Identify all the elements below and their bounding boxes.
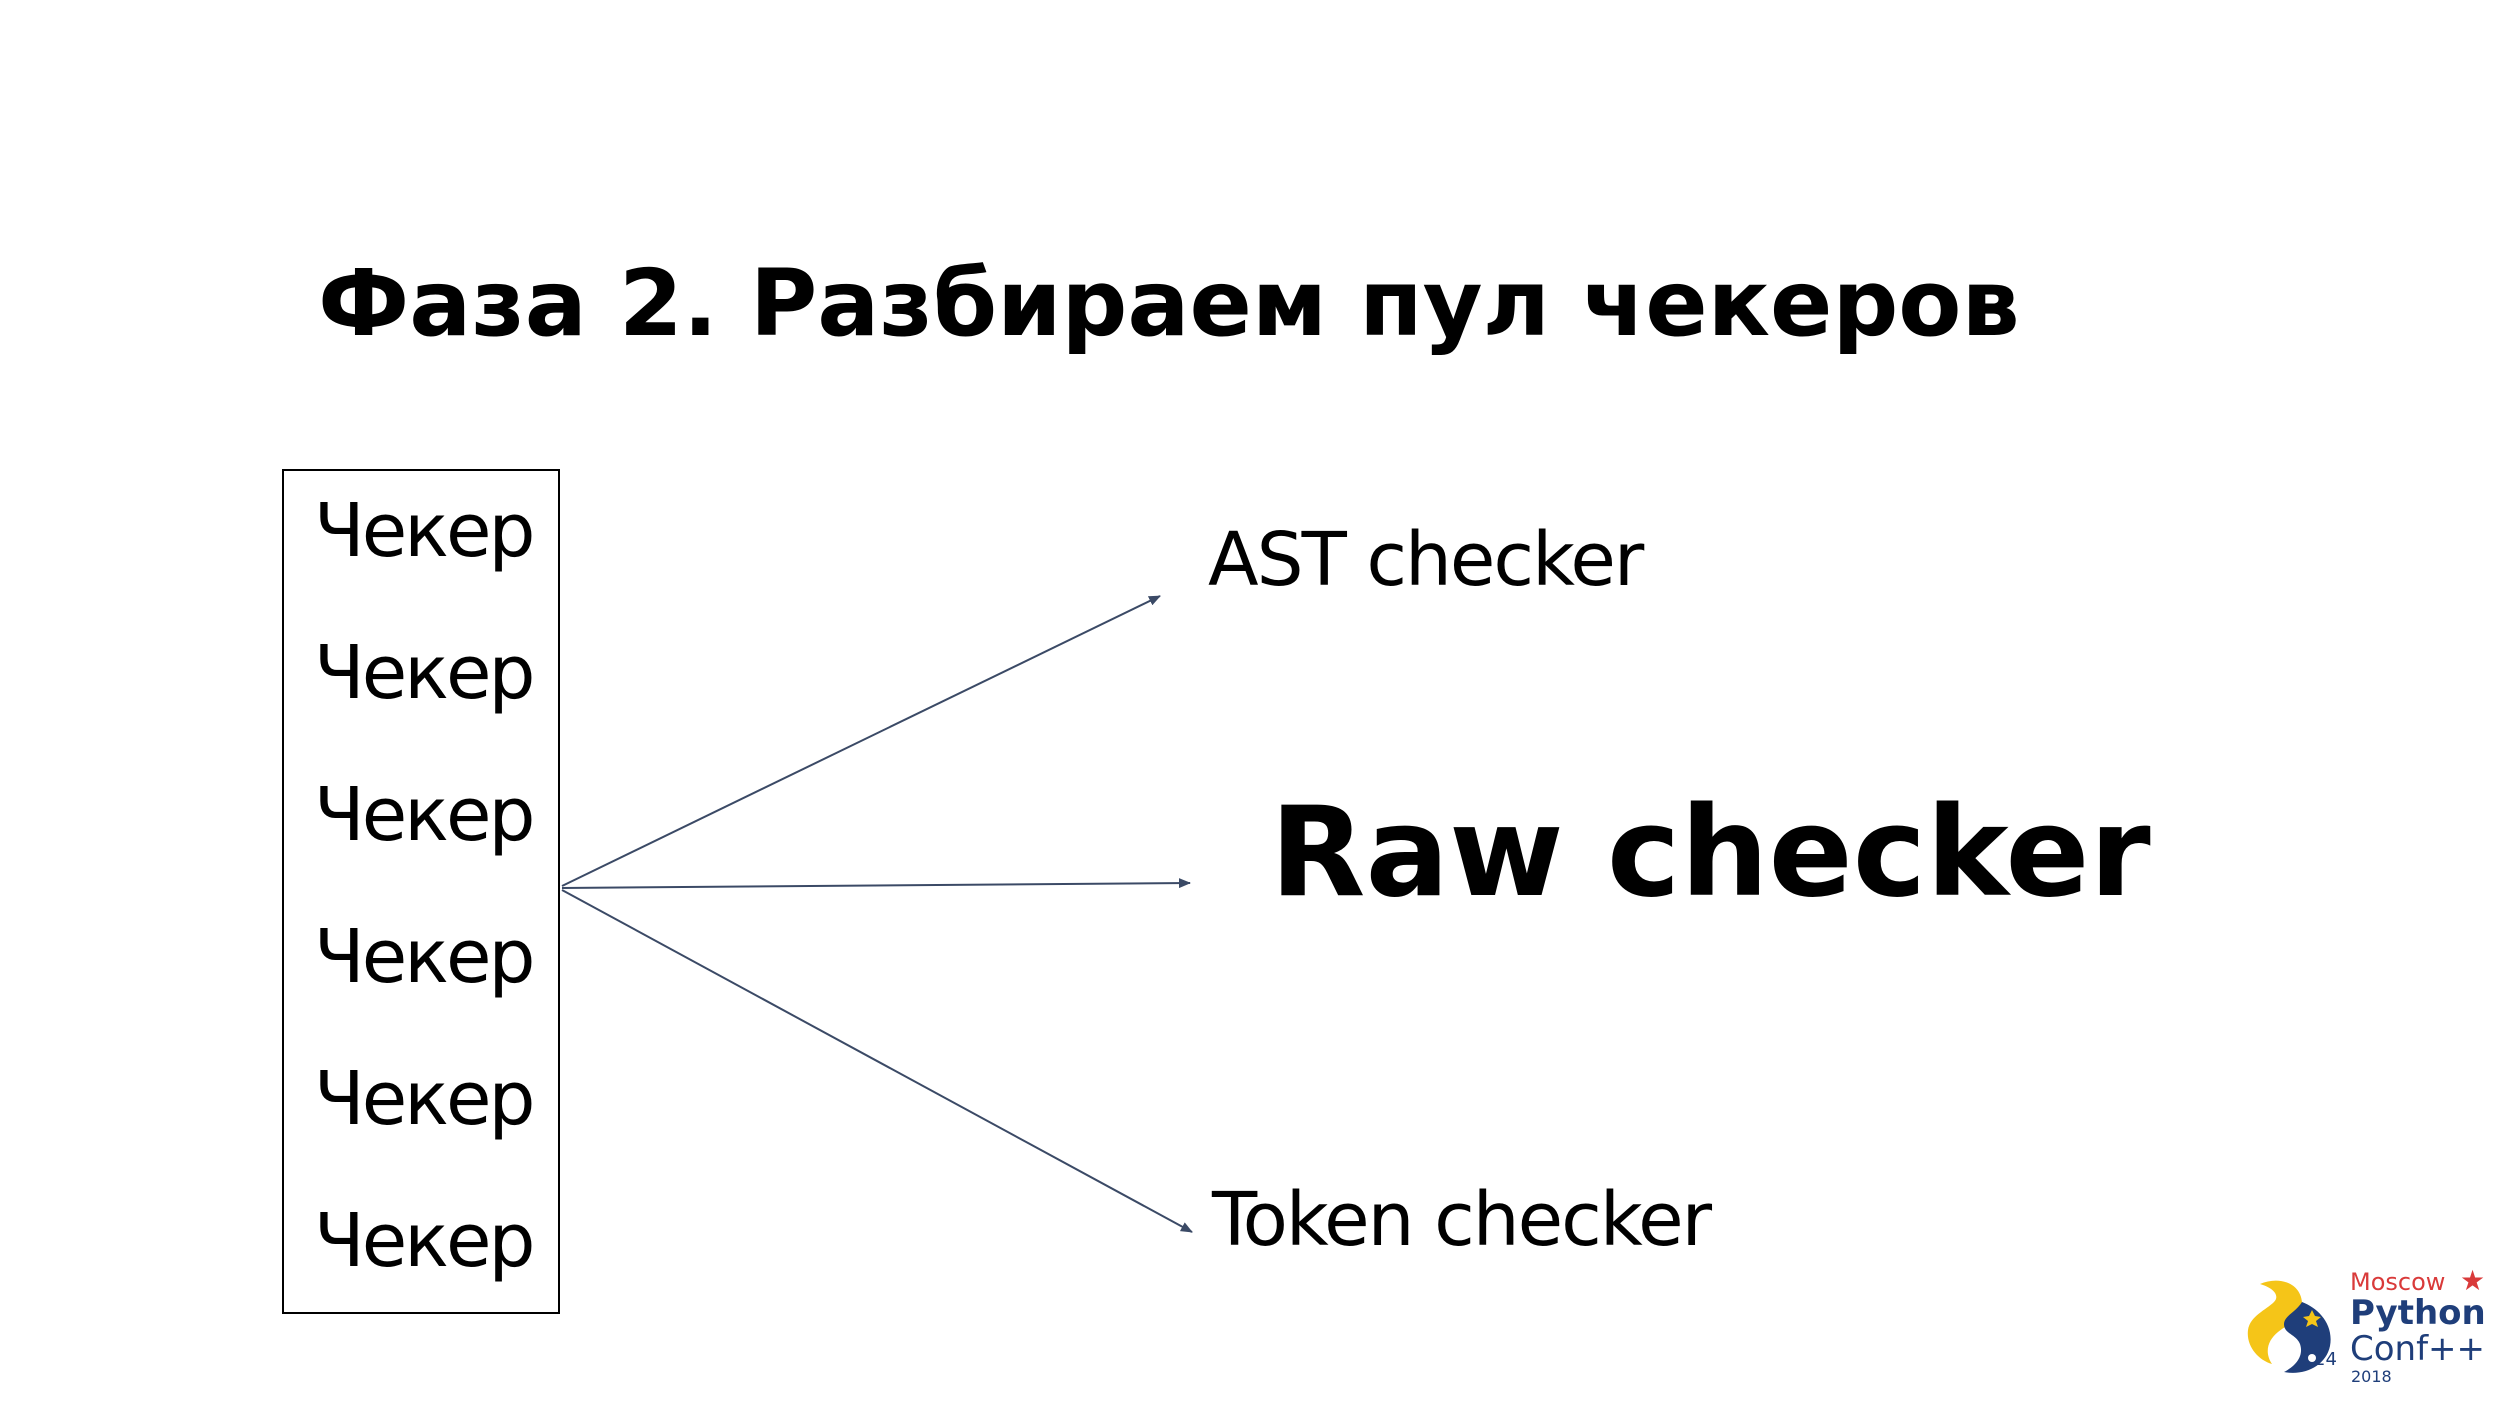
star-icon: ★ <box>2460 1264 2486 1297</box>
logo-year: 2018 <box>2351 1367 2392 1386</box>
checker-item: Чекер <box>314 630 535 716</box>
ast-checker-label: AST checker <box>1208 517 1644 603</box>
logo-python-text: Python <box>2350 1293 2486 1333</box>
checker-item: Чекер <box>314 488 535 574</box>
python-snake-logo-icon <box>2247 1280 2331 1373</box>
logo-conf-text: Conf++ <box>2350 1329 2486 1369</box>
conference-logo: 24 Moscow ★ Python Conf++ 2018 <box>2238 1264 2490 1396</box>
logo-city: Moscow <box>2350 1268 2446 1296</box>
slide-title: Фаза 2. Разбираем пул чекеров <box>318 250 2020 357</box>
token-checker-label: Token checker <box>1212 1177 1712 1263</box>
checker-pool-box: Чекер Чекер Чекер Чекер Чекер Чекер <box>282 469 560 1314</box>
checker-item: Чекер <box>314 1056 535 1142</box>
arrow-to-token <box>561 889 1193 1233</box>
arrow-to-raw <box>561 878 1191 889</box>
raw-checker-label: Raw checker <box>1270 781 2151 925</box>
logo-edition-number: 24 <box>2314 1349 2337 1370</box>
checker-item: Чекер <box>314 1198 535 1284</box>
checker-item: Чекер <box>314 914 535 1000</box>
arrow-to-ast <box>561 595 1161 887</box>
checker-item: Чекер <box>314 772 535 858</box>
